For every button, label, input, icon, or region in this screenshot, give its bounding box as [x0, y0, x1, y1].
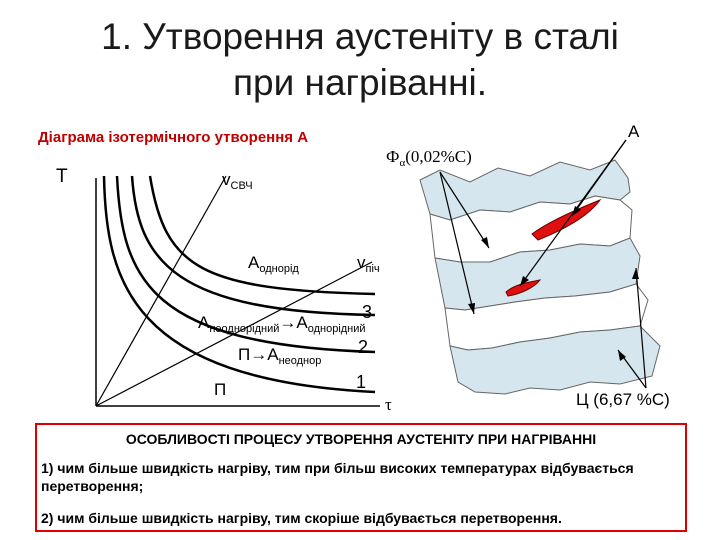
p-to-a-label: П→Анеоднор — [238, 345, 321, 367]
features-heading: ОСОБЛИВОСТІ ПРОЦЕСУ УТВОРЕННЯ АУСТЕНІТУ … — [37, 431, 685, 447]
a-neodn-to-odn-label: Анеоднорідний→Аоднорідний — [198, 313, 366, 335]
curve-2-label: 2 — [358, 337, 368, 358]
curve-left-3 — [132, 176, 375, 315]
v-pich-label: vпіч — [357, 253, 380, 275]
a-odnorid-label: Аоднорід — [248, 253, 299, 275]
curve-right — [150, 176, 375, 294]
features-box: ОСОБЛИВОСТІ ПРОЦЕСУ УТВОРЕННЯ АУСТЕНІТУ … — [35, 423, 687, 532]
cementite-label: Ц (6,67 %С) — [576, 390, 670, 410]
axis-tau-label: τ — [385, 395, 392, 415]
ferrite-label: Фα(0,02%С) — [386, 147, 472, 169]
axis-t-label: Т — [56, 166, 68, 188]
p-label: П — [214, 380, 226, 400]
v-svch-label: vСВЧ — [222, 170, 253, 192]
austenite-label: А — [628, 122, 639, 142]
curve-1-label: 1 — [356, 372, 366, 393]
feature-item-2: 2) чим більше швидкість нагріву, тим ско… — [41, 509, 681, 527]
feature-item-1: 1) чим більше швидкість нагріву, тим при… — [41, 459, 671, 495]
